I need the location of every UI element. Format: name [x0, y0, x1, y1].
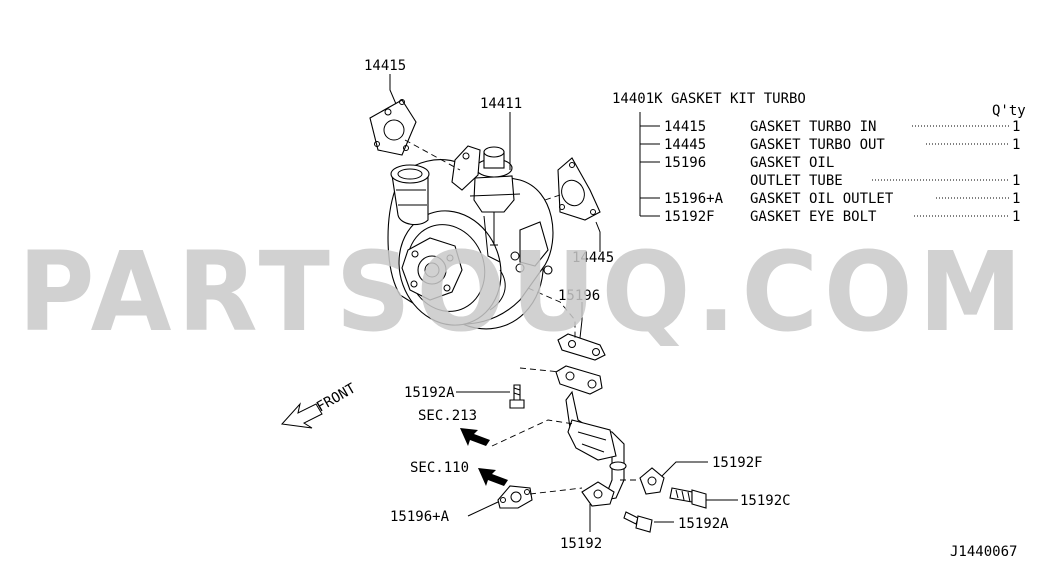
bolt-bottom	[623, 511, 653, 533]
qty-header: Q'ty	[992, 103, 1026, 119]
callout-14445[interactable]: 14445	[572, 250, 614, 266]
gasket-turbo-in	[369, 99, 417, 156]
sec110-arrow	[478, 468, 508, 486]
kit-row-name: GASKET TURBO IN	[750, 119, 876, 135]
eye-bolt	[669, 487, 707, 509]
callout-15196[interactable]: 15196	[558, 288, 600, 304]
kit-row-part: 14445	[664, 137, 706, 153]
callout-15196a[interactable]: 15196+A	[390, 509, 450, 525]
kit-row-name: OUTLET TUBE	[750, 173, 843, 189]
kit-row-qty: 1	[1012, 173, 1020, 189]
sec213-label[interactable]: SEC.213	[418, 408, 477, 424]
diagram-code: J1440067	[950, 544, 1017, 560]
bolt-top	[509, 384, 525, 409]
kit-row-qty: 1	[1012, 119, 1020, 135]
callout-15192f[interactable]: 15192F	[712, 455, 763, 471]
kit-row-name: GASKET OIL	[750, 155, 834, 171]
callout-14411[interactable]: 14411	[480, 96, 522, 112]
sec213-arrow	[460, 428, 490, 446]
oil-outlet-tube	[555, 365, 627, 507]
kit-row-qty: 1	[1012, 191, 1020, 207]
callout-15192c[interactable]: 15192C	[740, 493, 791, 509]
callout-15192a-top[interactable]: 15192A	[404, 385, 455, 401]
kit-row-name: GASKET OIL OUTLET	[750, 191, 894, 207]
front-label: FRONT	[314, 380, 359, 415]
callout-14415[interactable]: 14415	[364, 58, 406, 74]
kit-row-part: 15196	[664, 155, 706, 171]
kit-row-qty: 1	[1012, 209, 1020, 225]
kit-row-part: 15196+A	[664, 191, 724, 207]
kit-row-name: GASKET EYE BOLT	[750, 209, 877, 225]
kit-row-qty: 1	[1012, 137, 1020, 153]
watermark: PARTSOUQ.COM	[18, 228, 1028, 356]
gasket-turbo-out	[557, 157, 601, 221]
callout-15192a-bottom[interactable]: 15192A	[678, 516, 729, 532]
gasket-oil-outlet	[497, 485, 533, 509]
kit-row-part: 14415	[664, 119, 706, 135]
callout-15192[interactable]: 15192	[560, 536, 602, 552]
turbocharger-illustration	[387, 145, 554, 330]
kit-row-name: GASKET TURBO OUT	[750, 137, 885, 153]
eye-bolt-gasket	[639, 467, 665, 495]
sec110-label[interactable]: SEC.110	[410, 460, 469, 476]
kit-row-part: 15192F	[664, 209, 715, 225]
front-arrow	[280, 402, 323, 429]
gasket-oil-outlet-tube	[557, 333, 606, 361]
kit-header: 14401K GASKET KIT TURBO	[612, 91, 806, 107]
